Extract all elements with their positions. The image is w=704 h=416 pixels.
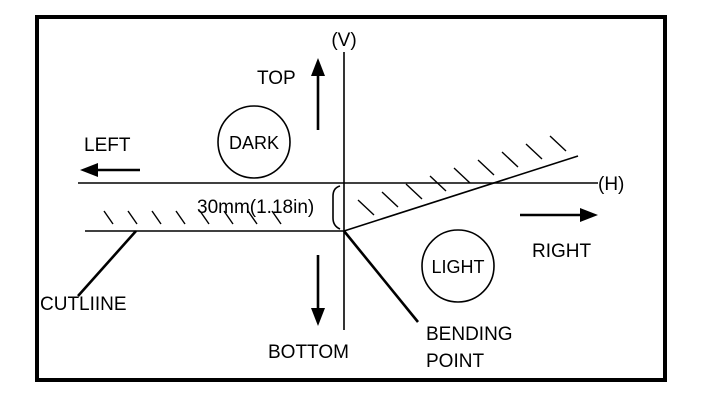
cutline-left-hatching <box>103 210 282 225</box>
light-label: LIGHT <box>431 257 484 277</box>
bottom-label: BOTTOM <box>268 342 349 363</box>
diagram-frame <box>35 15 667 382</box>
bending-point-label-line1: BENDING <box>426 324 513 345</box>
dark-circle <box>217 105 291 179</box>
right-arrow-icon <box>520 208 598 222</box>
v-axis-label: (V) <box>331 30 356 51</box>
dark-label: DARK <box>229 133 279 153</box>
cutline-leader <box>77 230 137 297</box>
left-arrow-icon <box>80 163 140 177</box>
right-label: RIGHT <box>532 241 592 262</box>
cutline-rising-segment <box>343 155 579 232</box>
bottom-arrow-icon <box>311 255 325 326</box>
bending-point-label-line2: POINT <box>426 351 484 372</box>
light-circle <box>421 229 495 303</box>
dimension-label: 30mm(1.18in) <box>197 197 314 218</box>
left-label: LEFT <box>84 135 131 156</box>
top-label: TOP <box>257 68 296 89</box>
cutline-label: CUTLIINE <box>40 294 127 315</box>
h-axis-label: (H) <box>598 174 624 195</box>
cutline-rising-hatching <box>357 135 567 216</box>
dimension-bracket <box>332 185 341 230</box>
bending-point-leader <box>342 230 420 323</box>
top-arrow-icon <box>311 58 325 130</box>
